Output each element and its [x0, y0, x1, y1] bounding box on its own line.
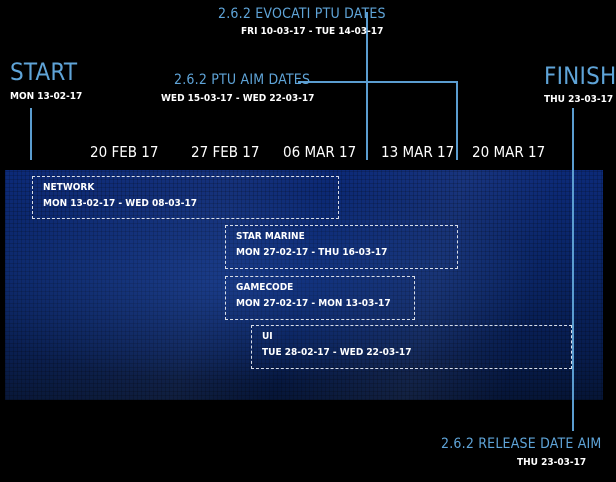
task-gamecode: GAMECODE MON 27-02-17 - MON 13-03-17 — [225, 276, 415, 320]
task-name: GAMECODE — [236, 282, 294, 293]
finish-date: THU 23-03-17 — [544, 94, 614, 105]
release-title: 2.6.2 RELEASE DATE AIM — [441, 436, 602, 452]
start-date: MON 13-02-17 — [10, 91, 83, 102]
week-label: 13 MAR 17 — [381, 143, 455, 161]
week-label: 20 FEB 17 — [90, 143, 159, 161]
task-dates: MON 27-02-17 - THU 16-03-17 — [236, 247, 388, 258]
timeline-band — [5, 170, 603, 400]
finish-marker-line — [572, 108, 574, 431]
task-network: NETWORK MON 13-02-17 - WED 08-03-17 — [32, 176, 339, 219]
timeline-band-glow — [5, 170, 603, 400]
start-marker-line — [30, 108, 32, 160]
ptu-aim-dates: WED 15-03-17 - WED 22-03-17 — [161, 93, 315, 104]
ptu-aim-connector-horizontal — [298, 81, 458, 83]
finish-title: FINISH — [544, 62, 616, 90]
task-dates: MON 13-02-17 - WED 08-03-17 — [43, 198, 197, 209]
release-date: THU 23-03-17 — [517, 457, 587, 468]
ptu-aim-connector-vertical — [456, 81, 458, 160]
ptu-aim-title: 2.6.2 PTU AIM DATES — [174, 72, 311, 88]
task-ui: UI TUE 28-02-17 - WED 22-03-17 — [251, 325, 572, 369]
week-label: 27 FEB 17 — [191, 143, 260, 161]
evocati-title: 2.6.2 EVOCATI PTU DATES — [218, 6, 386, 22]
task-name: UI — [262, 331, 273, 342]
week-label: 06 MAR 17 — [283, 143, 357, 161]
task-dates: TUE 28-02-17 - WED 22-03-17 — [262, 347, 412, 358]
evocati-dates: FRI 10-03-17 - TUE 14-03-17 — [241, 26, 384, 37]
evocati-connector-line — [366, 12, 368, 160]
task-name: STAR MARINE — [236, 231, 305, 242]
task-dates: MON 27-02-17 - MON 13-03-17 — [236, 298, 391, 309]
start-title: START — [10, 58, 78, 86]
task-star-marine: STAR MARINE MON 27-02-17 - THU 16-03-17 — [225, 225, 458, 269]
task-name: NETWORK — [43, 182, 95, 193]
week-label: 20 MAR 17 — [472, 143, 546, 161]
